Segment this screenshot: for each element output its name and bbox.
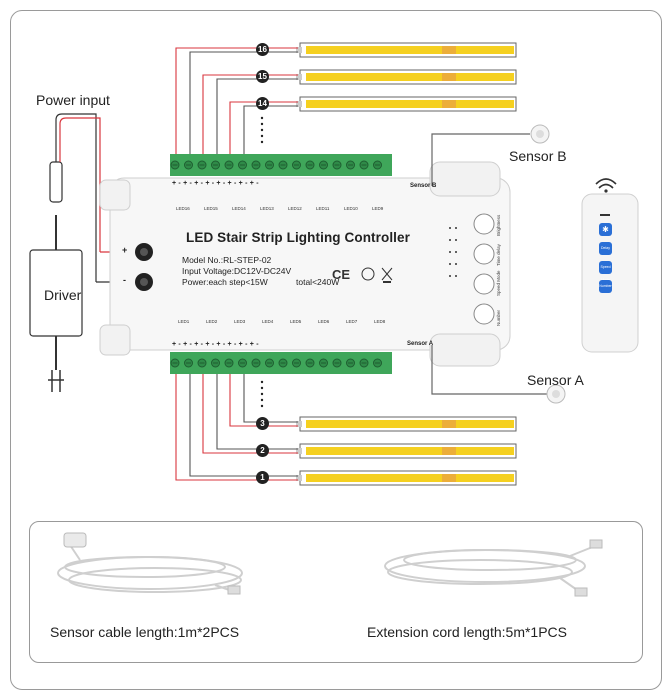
- extension-cord-image: [384, 545, 596, 593]
- controller-housing: [109, 177, 511, 351]
- led-channel-label: LED6: [318, 319, 330, 324]
- remote-button[interactable]: Speed Mode: [599, 261, 612, 282]
- remote-button[interactable]: Number: [599, 280, 612, 293]
- led-channel-label: LED8: [374, 319, 386, 324]
- input-voltage: Input Voltage:DC12V-DC24V: [182, 266, 292, 276]
- step-number-badge: 15: [256, 70, 269, 83]
- wifi-icon: [595, 178, 617, 189]
- power-total: total<240W: [296, 277, 340, 287]
- step-number-badge: 2: [256, 444, 269, 457]
- led-channel-label: LED1: [178, 319, 190, 324]
- led-channel-label: LED4: [262, 319, 274, 324]
- led-channel-label: LED7: [346, 319, 358, 324]
- accessories-panel: [29, 521, 643, 663]
- led-channel-label: LED5: [290, 319, 302, 324]
- sensor-cable-label: Sensor cable length:1m*2PCS: [50, 624, 240, 640]
- led-channel-label: LED10: [344, 206, 358, 211]
- number-button: [473, 303, 495, 325]
- remote-button[interactable]: ✱: [599, 223, 612, 236]
- led-strip: [306, 100, 514, 108]
- controller-title: LED Stair Strip Lighting Controller: [186, 230, 410, 245]
- sensor-b-label: Sensor B: [509, 148, 567, 164]
- control-button-label: Number: [496, 309, 501, 326]
- step-number-badge: 16: [256, 43, 269, 56]
- led-strip: [306, 46, 514, 54]
- power-per-step: Power:each step<15W: [182, 277, 268, 287]
- control-button-label: Brightness: [496, 214, 501, 236]
- ac-plug: [48, 370, 64, 392]
- power-input-label: Power input: [36, 92, 110, 108]
- led-channel-label: LED14: [232, 206, 246, 211]
- svg-text:CE: CE: [332, 267, 350, 282]
- step-number-badge: 14: [256, 97, 269, 110]
- top-polarity-marks: + - + - + - + - + - + - + - + -: [172, 180, 259, 187]
- led-channel-label: LED2: [206, 319, 218, 324]
- remote-button[interactable]: Delay: [599, 242, 612, 255]
- led-channel-label: LED15: [204, 206, 218, 211]
- bottom-polarity-marks: + - + - + - + - + - + - + - + -: [172, 341, 259, 348]
- sensor-cable-image: [57, 544, 243, 593]
- sensor-a-label: Sensor A: [527, 372, 584, 388]
- speed-mode-button: [473, 273, 495, 295]
- led-channel-label: LED13: [260, 206, 274, 211]
- control-button-label: Time delay: [496, 244, 501, 266]
- led-channel-label: LED3: [234, 319, 246, 324]
- port-label-sensor-a: Sensor A: [407, 341, 434, 347]
- power-negative-mark: -: [123, 275, 126, 285]
- port-label-sensor-b: Sensor B: [410, 183, 437, 189]
- led-channel-label: LED9: [372, 206, 384, 211]
- driver-label: Driver: [44, 287, 82, 303]
- step-number-badge: 1: [256, 471, 269, 484]
- led-channel-label: LED12: [288, 206, 302, 211]
- led-strip: [306, 73, 514, 81]
- power-positive-mark: +: [122, 245, 128, 255]
- brightness-button: [473, 213, 495, 235]
- led-strip: [306, 474, 514, 482]
- step-number-badge: 3: [256, 417, 269, 430]
- control-button-label: Speed Mode: [496, 270, 501, 296]
- led-channel-label: LED11: [316, 206, 330, 211]
- led-channel-label: LED16: [176, 206, 190, 211]
- extension-cord-label: Extension cord length:5m*1PCS: [367, 624, 567, 640]
- dc-plug: [49, 161, 63, 203]
- time-delay-button: [473, 243, 495, 265]
- led-strip: [306, 447, 514, 455]
- model-number: Model No.:RL-STEP-02: [182, 255, 272, 265]
- led-strip: [306, 420, 514, 428]
